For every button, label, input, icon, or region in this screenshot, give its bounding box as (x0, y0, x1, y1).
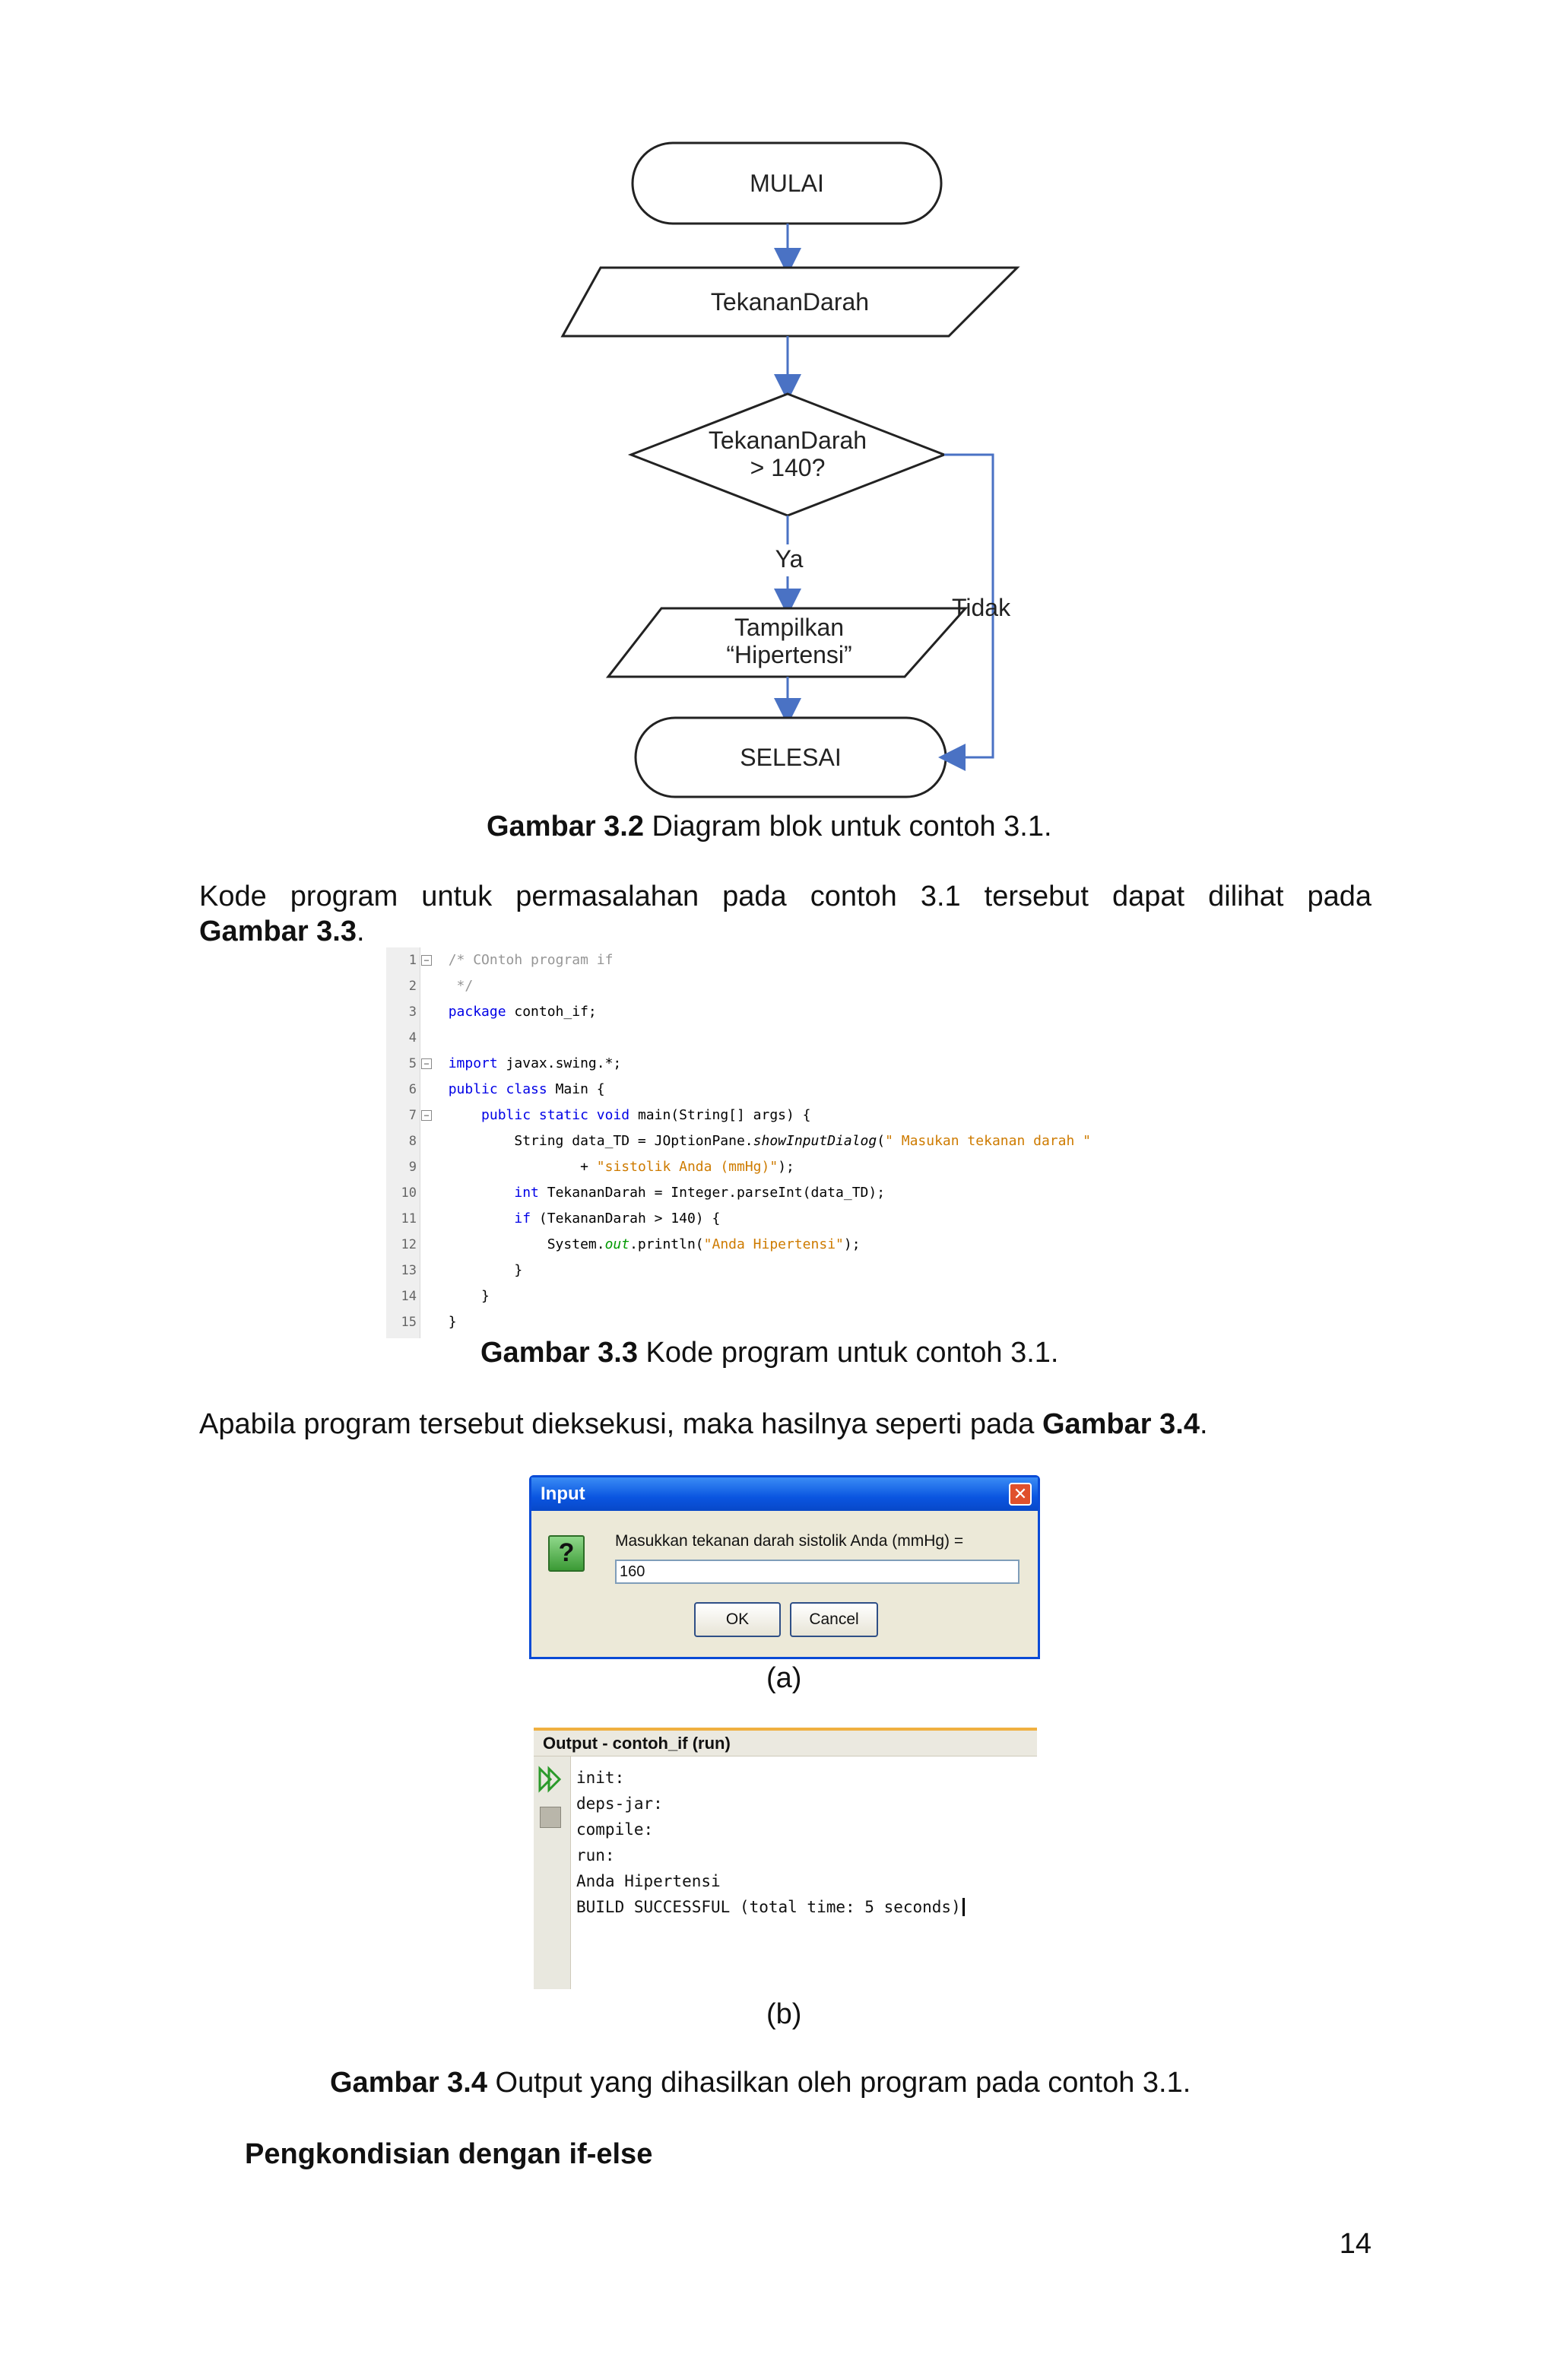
end-terminal: SELESAI (634, 716, 947, 798)
code-line-2: 2 */ (408, 978, 474, 994)
figure-3-2-caption: Gambar 3.2 Diagram blok untuk contoh 3.1… (487, 811, 1052, 843)
output-line-6: BUILD SUCCESSFUL (total time: 5 seconds) (576, 1898, 965, 1916)
output-line-4: run: (576, 1846, 615, 1864)
dialog-titlebar[interactable]: Input ✕ (531, 1477, 1038, 1511)
code-line-5: 5− import javax.swing.*; (408, 1055, 622, 1071)
input-dialog: Input ✕ ? Masukkan tekanan darah sistoli… (529, 1475, 1040, 1659)
output-line-1: init: (576, 1769, 625, 1787)
output-panel: Output - contoh_if (run) init: deps-jar:… (534, 1728, 1037, 1992)
rerun-icon[interactable] (537, 1766, 567, 1796)
code-listing: 1− /* COntoh program if 2 */ 3 package c… (386, 947, 1222, 1338)
code-line-6: 6 public class Main { (408, 1081, 605, 1097)
flowchart-diagram: MULAI TekananDarah TekananDarah > 140? Y… (560, 141, 1020, 798)
output-line-5: Anda Hipertensi (576, 1872, 721, 1890)
page-number: 14 (1339, 2228, 1371, 2260)
paragraph-code-intro-line1: Kode program untuk permasalahan pada con… (199, 881, 1371, 912)
figure-3-3-text: Kode program untuk contoh 3.1. (638, 1337, 1059, 1369)
code-line-15: 15 } (401, 1314, 457, 1330)
yes-label: Ya (775, 545, 804, 573)
start-label: MULAI (750, 170, 824, 197)
decision-block: TekananDarah > 140? (627, 392, 948, 517)
stop-icon[interactable] (540, 1807, 561, 1828)
figure-3-4-caption: Gambar 3.4 Output yang dihasilkan oleh p… (330, 2067, 1191, 2099)
figure-3-3-caption: Gambar 3.3 Kode program untuk contoh 3.1… (480, 1337, 1058, 1369)
end-label: SELESAI (740, 744, 841, 771)
paragraph-execution-tail: . (1199, 1408, 1208, 1440)
paragraph-execution: Apabila program tersebut dieksekusi, mak… (199, 1407, 1208, 1442)
blood-pressure-input[interactable]: 160 (615, 1560, 1020, 1584)
figure-3-4-label: Gambar 3.4 (330, 2067, 487, 2099)
output-label-line1: Tampilkan (734, 614, 844, 641)
paragraph-code-intro-tail: . (357, 916, 365, 947)
code-line-11: 11 if (TekananDarah > 140) { (401, 1211, 721, 1226)
output-line-2: deps-jar: (576, 1795, 663, 1813)
code-line-3: 3 package contoh_if; (408, 1004, 597, 1020)
output-line-3: compile: (576, 1820, 654, 1839)
input-block: TekananDarah (560, 266, 1020, 338)
figure-3-4-text: Output yang dihasilkan oleh program pada… (487, 2067, 1191, 2099)
output-label-line2: “Hipertensi” (726, 641, 851, 668)
decision-label-line2: > 140? (750, 454, 826, 481)
subfigure-a-label: (a) (766, 1662, 802, 1694)
decision-label-line1: TekananDarah (709, 427, 867, 454)
question-icon: ? (548, 1535, 585, 1572)
code-line-13: 13 } (401, 1262, 523, 1278)
dialog-message: Masukkan tekanan darah sistolik Anda (mm… (615, 1532, 964, 1550)
code-line-12: 12 System.out.println("Anda Hipertensi")… (401, 1236, 861, 1252)
output-block: Tampilkan “Hipertensi” (605, 607, 969, 678)
paragraph-code-intro-ref: Gambar 3.3 (199, 916, 357, 947)
start-terminal: MULAI (631, 141, 943, 225)
figure-3-3-label: Gambar 3.3 (480, 1337, 638, 1369)
paragraph-execution-ref: Gambar 3.4 (1042, 1408, 1200, 1440)
output-toolbar (534, 1756, 571, 1989)
figure-3-2-label: Gambar 3.2 (487, 811, 644, 843)
paragraph-execution-text: Apabila program tersebut dieksekusi, mak… (199, 1408, 1042, 1440)
code-line-9: 9 + "sistolik Anda (mmHg)"); (408, 1159, 794, 1175)
output-panel-title[interactable]: Output - contoh_if (run) (534, 1731, 1037, 1756)
code-line-7: 7− public static void main(String[] args… (408, 1107, 811, 1123)
code-gutter (386, 947, 420, 1338)
cancel-button[interactable]: Cancel (790, 1602, 878, 1637)
code-line-8: 8 String data_TD = JOptionPane.showInput… (408, 1133, 1091, 1149)
input-label: TekananDarah (711, 288, 869, 316)
no-label: Tidak (952, 594, 1011, 621)
ok-button[interactable]: OK (694, 1602, 781, 1637)
section-heading: Pengkondisian dengan if-else (245, 2138, 653, 2170)
paragraph-code-intro: Kode program untuk permasalahan pada con… (199, 879, 1371, 949)
close-icon[interactable]: ✕ (1009, 1483, 1032, 1506)
code-line-14: 14 } (401, 1288, 490, 1304)
code-line-10: 10 int TekananDarah = Integer.parseInt(d… (401, 1185, 886, 1201)
dialog-title: Input (541, 1484, 585, 1504)
subfigure-b-label: (b) (766, 1998, 802, 2030)
code-line-1: 1− /* COntoh program if (408, 952, 614, 968)
figure-3-2-text: Diagram blok untuk contoh 3.1. (644, 811, 1052, 843)
code-line-4: 4 (408, 1030, 417, 1046)
